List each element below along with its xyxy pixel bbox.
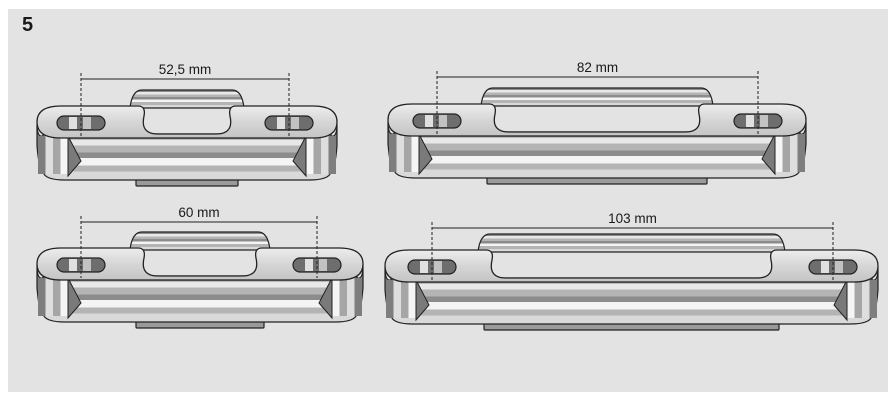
dimension-label: 103 mm — [608, 211, 657, 226]
dimension-label: 60 mm — [178, 205, 219, 220]
slot-hole-left — [56, 257, 106, 273]
bracket-tube-top — [480, 87, 714, 107]
bracket-body — [390, 277, 873, 325]
bracket-plate — [387, 103, 807, 137]
bracket-bracket-52-5: 52,5 mm — [36, 62, 338, 187]
slot-hole-right — [292, 257, 342, 273]
bracket-tube-top — [129, 89, 245, 109]
figure-number: 5 — [22, 14, 34, 36]
bracket-body — [42, 133, 332, 181]
bracket-plate — [36, 247, 364, 281]
dimension-label: 82 mm — [577, 60, 618, 75]
dimension-label: 52,5 mm — [159, 62, 212, 77]
bracket-tube-top — [477, 233, 786, 253]
bracket-body — [42, 275, 358, 323]
bracket-bracket-82: 82 mm — [387, 60, 807, 185]
bracket-body — [393, 131, 801, 179]
bracket-bracket-103: 103 mm — [384, 211, 879, 331]
bracket-plate — [384, 249, 879, 283]
bracket-bracket-60: 60 mm — [36, 205, 364, 329]
bracket-plate — [36, 105, 338, 139]
bracket-tube-top — [129, 231, 271, 251]
